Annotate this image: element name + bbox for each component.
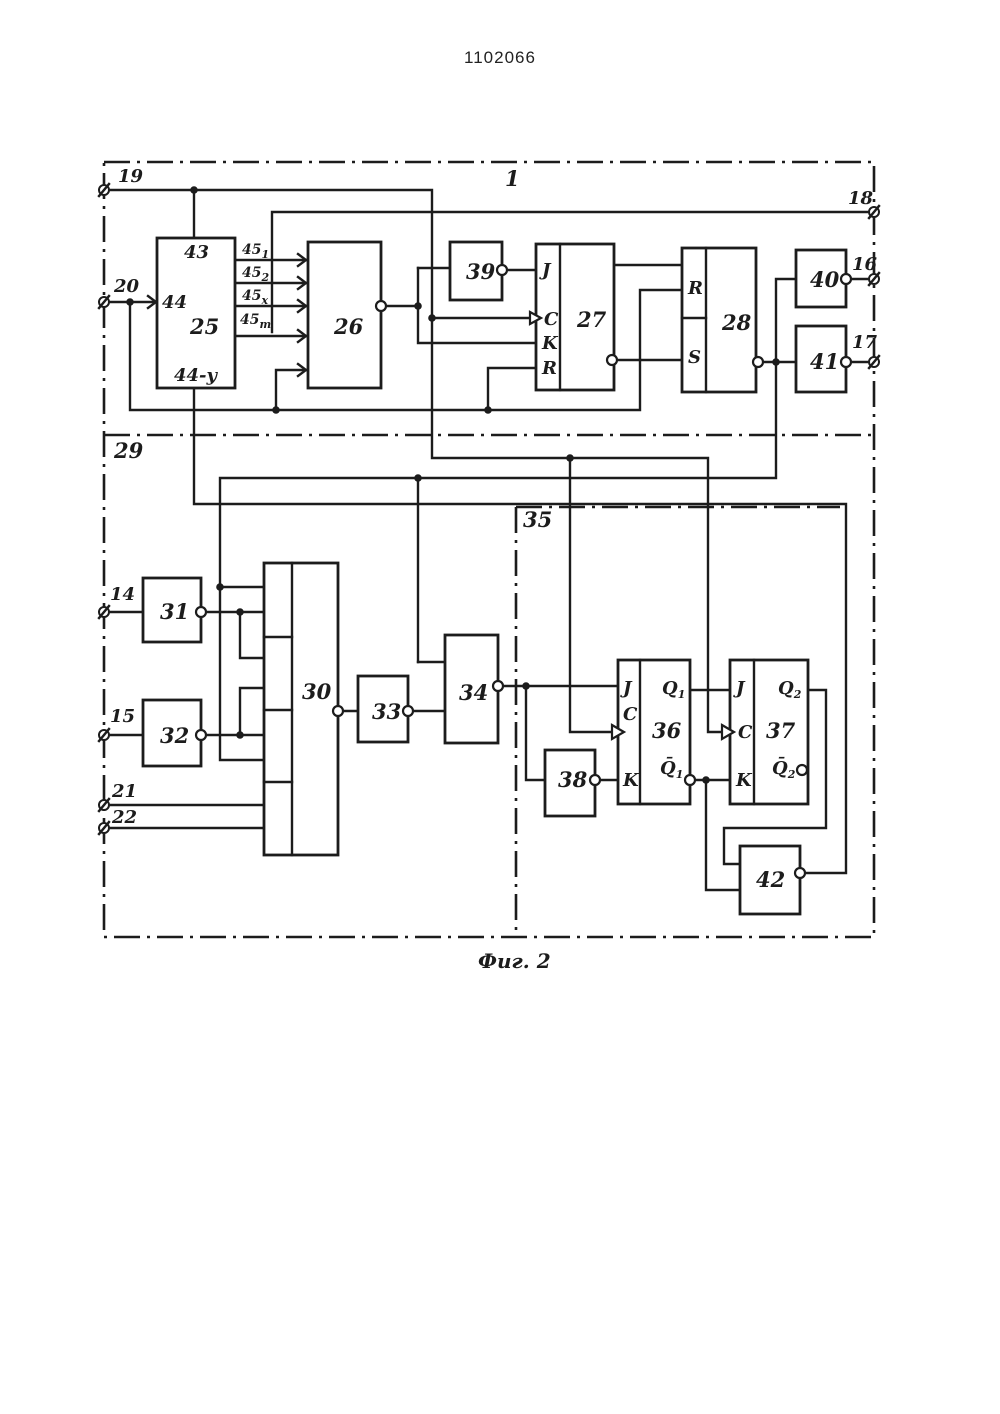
pin-43: 43 — [184, 242, 209, 263]
label-t19: 19 — [118, 166, 144, 187]
label-25: 25 — [189, 314, 219, 339]
pin-45-x: 45 — [242, 288, 261, 304]
label-35: 35 — [523, 507, 552, 532]
label-39: 39 — [466, 259, 496, 284]
label-36: 36 — [652, 718, 682, 743]
pin-36-q: Q — [662, 678, 678, 699]
label-32: 32 — [160, 723, 189, 748]
label-30: 30 — [302, 679, 332, 704]
pin-45-x-sub: x — [260, 294, 268, 307]
pin-28-s: S — [688, 347, 701, 368]
terminal-22 — [99, 822, 109, 834]
svg-text:45m: 45m — [240, 312, 271, 331]
pin-36-nq: Q̄ — [660, 757, 676, 779]
terminal-17 — [869, 356, 879, 368]
pin-37-q: Q — [778, 678, 794, 699]
label-34: 34 — [459, 680, 488, 705]
pin-37-q-sub: 2 — [793, 688, 802, 701]
label-38: 38 — [558, 767, 588, 792]
label-27: 27 — [576, 307, 607, 332]
terminal-20 — [99, 296, 109, 308]
pin-36-q-sub: 1 — [678, 688, 686, 701]
pin-45-m-sub: m — [259, 318, 271, 331]
label-29: 29 — [113, 438, 144, 463]
label-37: 37 — [766, 718, 796, 743]
terminal-14 — [99, 606, 109, 618]
pin-37-k: K — [735, 770, 753, 791]
label-t17: 17 — [852, 332, 878, 353]
pin-36-nq-sub: 1 — [676, 768, 684, 781]
svg-text:452: 452 — [242, 265, 269, 284]
label-42: 42 — [756, 867, 785, 892]
svg-text:451: 451 — [242, 242, 269, 261]
pin-36-c: C — [623, 704, 638, 725]
pin-45-1-sub: 1 — [261, 248, 269, 261]
label-28: 28 — [721, 310, 752, 335]
pin-45-1: 45 — [242, 242, 261, 258]
label-t16: 16 — [852, 254, 878, 275]
pin-27-k: K — [541, 333, 559, 354]
label-t14: 14 — [110, 584, 135, 605]
label-31: 31 — [160, 599, 189, 624]
svg-text:45x: 45x — [242, 288, 268, 307]
pin-44: 44 — [162, 292, 187, 313]
label-41: 41 — [810, 349, 839, 374]
pin-36-k: K — [622, 770, 640, 791]
pin-37-c: C — [738, 722, 753, 743]
pin-45-2: 45 — [242, 265, 261, 281]
label-40: 40 — [810, 267, 840, 292]
pin-27-r: R — [541, 358, 557, 379]
blocks — [143, 238, 846, 914]
pin-28-r: R — [687, 278, 703, 299]
pin-44-y: 44-y — [174, 365, 219, 386]
terminal-21 — [99, 799, 109, 811]
label-t22: 22 — [111, 807, 137, 828]
pin-45-m: 45 — [240, 312, 259, 328]
label-t15: 15 — [110, 706, 135, 727]
terminal-19 — [99, 184, 109, 196]
pin-27-c: C — [544, 309, 559, 330]
figure-caption: Фиг. 2 — [478, 949, 551, 973]
label-26: 26 — [333, 314, 364, 339]
label-1: 1 — [505, 166, 520, 191]
label-t21: 21 — [111, 781, 137, 802]
pin-37-nq-sub: 2 — [787, 768, 796, 781]
label-33: 33 — [372, 699, 401, 724]
label-t20: 20 — [113, 276, 140, 297]
terminal-15 — [99, 729, 109, 741]
label-t18: 18 — [848, 188, 874, 209]
pin-37-nq: Q̄ — [772, 757, 788, 779]
pin-45-2-sub: 2 — [260, 271, 269, 284]
